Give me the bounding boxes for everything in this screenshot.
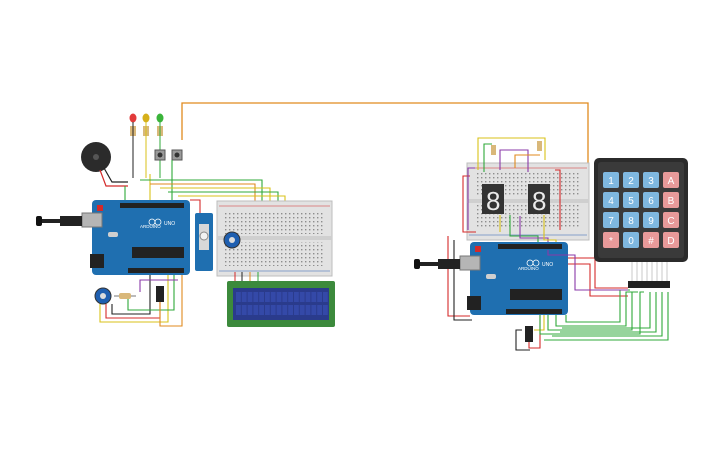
lcd-cell [236, 292, 241, 302]
push-button-2[interactable] [171, 149, 183, 161]
lcd-cell [276, 292, 282, 302]
right-top-resistors[interactable] [491, 141, 542, 155]
lcd-cell [288, 305, 293, 315]
keypad-key-label: 2 [628, 176, 634, 187]
arduino-right-brand: ARDUINO [518, 266, 539, 271]
arduino-right-logo-icon-2 [532, 259, 540, 267]
keypad-key-label: 9 [648, 216, 654, 227]
keypad-key-label: 5 [628, 196, 634, 207]
lcd-cell [305, 305, 311, 315]
lcd-cell [323, 305, 328, 315]
keypad-key-star[interactable] [603, 232, 619, 248]
servo-motor[interactable] [195, 213, 213, 271]
input-potentiometer[interactable] [94, 287, 112, 305]
keypad-key-1[interactable] [603, 172, 619, 188]
keypad-key-label: 6 [648, 196, 654, 207]
seven-segment-digit-1: 8 [486, 186, 500, 216]
keypad-key-D[interactable] [663, 232, 679, 248]
keypad-key-label: 1 [608, 176, 614, 187]
lcd-cell [241, 292, 247, 302]
lcd-cell [259, 305, 264, 315]
keypad-key-5[interactable] [623, 192, 639, 208]
lcd-cell [259, 292, 264, 302]
keypad-key-label: 0 [628, 236, 634, 247]
lcd-cell [311, 305, 317, 315]
seven-segment-display-2[interactable]: 8 [528, 184, 550, 216]
lcd-cell [247, 292, 253, 302]
keypad-connector[interactable] [628, 262, 670, 288]
keypad-key-9[interactable] [643, 212, 659, 228]
keypad-key-label: 7 [608, 216, 614, 227]
lcd-cell [241, 305, 247, 315]
arduino-left-brand: ARDUINO [140, 224, 161, 229]
lcd-cell [265, 292, 270, 302]
keypad-key-4[interactable] [603, 192, 619, 208]
lcd-cell [317, 305, 322, 315]
left-bottom-wires [99, 275, 183, 327]
push-button-1[interactable] [154, 149, 166, 161]
arduino-left-logo-icon-2 [154, 218, 162, 226]
keypad-key-6[interactable] [643, 192, 659, 208]
keypad-4x4[interactable]: 1 2 3 A 4 5 6 B 7 8 9 C * 0 # D [594, 158, 688, 262]
led-red[interactable] [129, 113, 137, 179]
arduino-right-model: UNO [542, 262, 553, 268]
arduino-left-model: UNO [164, 221, 175, 227]
lcd-cell [276, 305, 282, 315]
keypad-key-label: 4 [608, 196, 614, 207]
arduino-uno-left[interactable]: ARDUINO UNO [36, 200, 190, 275]
left-circuit: ARDUINO UNO [36, 113, 335, 327]
resistor-bottom[interactable] [114, 293, 136, 299]
lcd-cell [247, 305, 253, 315]
keypad-key-8[interactable] [623, 212, 639, 228]
keypad-key-label: * [609, 236, 613, 247]
keypad-key-label: C [667, 216, 674, 227]
led-yellow[interactable] [142, 113, 150, 179]
keypad-key-label: A [668, 176, 675, 187]
lcd-display[interactable] [227, 272, 335, 327]
keypad-key-3[interactable] [643, 172, 659, 188]
lcd-cell [253, 305, 259, 315]
lcd-contrast-potentiometer[interactable] [223, 231, 241, 249]
lcd-cell [288, 292, 293, 302]
keypad-key-label: 3 [648, 176, 654, 187]
lcd-cell [317, 292, 322, 302]
keypad-key-hash[interactable] [643, 232, 659, 248]
keypad-key-label: B [668, 196, 675, 207]
lcd-cell [294, 305, 299, 315]
keypad-key-A[interactable] [663, 172, 679, 188]
lcd-cell [311, 292, 317, 302]
keypad-key-7[interactable] [603, 212, 619, 228]
keypad-key-2[interactable] [623, 172, 639, 188]
keypad-key-0[interactable] [623, 232, 639, 248]
temperature-sensor[interactable] [156, 286, 164, 302]
keypad-key-B[interactable] [663, 192, 679, 208]
lcd-cell [323, 292, 328, 302]
lcd-cell [299, 292, 305, 302]
lcd-cell [270, 292, 276, 302]
arduino-uno-right[interactable]: ARDUINO UNO [414, 242, 568, 315]
lcd-cell [282, 292, 288, 302]
keypad-key-C[interactable] [663, 212, 679, 228]
right-circuit: 8 8 [414, 137, 688, 351]
seven-segment-digit-2: 8 [532, 186, 546, 216]
piezo-buzzer[interactable] [81, 142, 128, 187]
keypad-key-label: D [667, 236, 674, 247]
lcd-cell [236, 305, 241, 315]
led-green[interactable] [156, 113, 164, 179]
keypad-wires [539, 250, 669, 341]
lcd-cell [265, 305, 270, 315]
lcd-cell [294, 292, 299, 302]
lcd-cell [299, 305, 305, 315]
seven-segment-display-1[interactable]: 8 [482, 184, 504, 216]
lcd-cell [253, 292, 259, 302]
keypad-key-label: 8 [628, 216, 634, 227]
keypad-key-label: # [648, 236, 654, 247]
lcd-cell [305, 292, 311, 302]
left-breadboard[interactable] [216, 200, 333, 277]
lcd-cell [282, 305, 288, 315]
lcd-cell [270, 305, 276, 315]
